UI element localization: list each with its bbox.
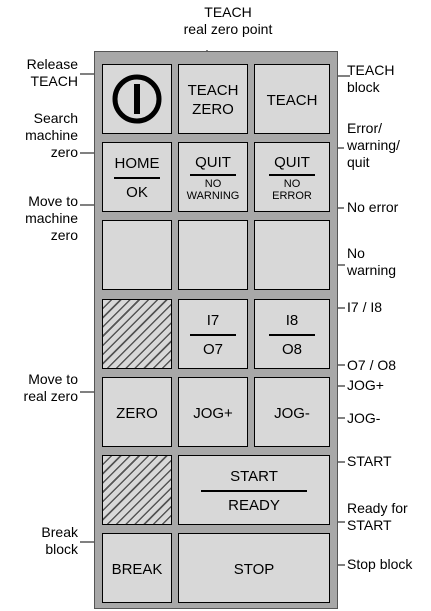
divider [190,334,236,336]
o7-label: O7 [202,341,223,358]
control-panel: TEACH ZERO TEACH HOME OK QUIT NO WARNING… [94,51,338,609]
break-key[interactable]: BREAK [102,533,172,603]
jog-plus-key[interactable]: JOG+ [178,377,248,447]
callout-teach-zero-line1: TEACH [204,4,252,20]
jog-minus-key-label: JOG- [274,405,310,422]
i7-label: I7 [206,312,220,329]
callout-release-teach-line1: Release [26,56,78,72]
callout-no-warning-line2: warning [347,262,397,278]
start-label: START [230,468,278,485]
no-warning-line2: WARNING [186,190,240,202]
i7-o7-key[interactable]: I7 O7 [178,299,248,369]
callout-teach-block-line1: TEACH [347,62,395,78]
hatched-blank-key [102,455,172,525]
callout-no-warning-line1: No [347,245,365,261]
divider [190,174,236,176]
callout-move-machine-line1: Move to [28,193,78,209]
jog-minus-key[interactable]: JOG- [254,377,330,447]
teach-zero-key-line2: ZERO [192,101,234,118]
callout-move-to-real-zero: Move to real zero [2,371,78,405]
callout-release-teach-line2: TEACH [30,73,78,89]
home-label: HOME [114,155,160,172]
i8-o8-key[interactable]: I8 O8 [254,299,330,369]
zero-key-label: ZERO [116,405,158,422]
callout-o7-o8: O7 / O8 [347,357,397,373]
teach-key[interactable]: TEACH [254,64,330,134]
callout-ready-line1: Ready for [347,500,408,516]
callout-no-warning: No warning [347,245,396,279]
teach-zero-key-line1: TEACH [187,82,239,99]
callout-move-real-line1: Move to [28,371,78,387]
callout-search-line1: Search [33,110,78,126]
callout-break-block: Break block [2,524,78,558]
release-teach-key[interactable] [102,64,172,134]
blank-key[interactable] [254,220,330,290]
quit-no-warning-key[interactable]: QUIT NO WARNING [178,142,248,212]
home-ok-key[interactable]: HOME OK [102,142,172,212]
callout-ready-for-start: Ready for START [347,500,408,534]
hatched-blank-key [102,299,172,369]
callout-error-line2: warning/ [347,137,400,153]
callout-error-line3: quit [347,154,370,170]
o8-label: O8 [281,341,302,358]
callout-start: START [347,453,392,469]
callout-jog-minus: JOG- [347,410,381,426]
callout-move-machine-line3: zero [50,227,78,243]
callout-teach-zero-line2: real zero point [183,21,273,37]
power-icon [112,74,162,124]
callout-break-line1: Break [41,524,78,540]
ready-label: READY [228,497,280,514]
callout-stop-block: Stop block [347,556,413,572]
callout-move-machine-line2: machine [25,210,78,226]
divider [114,177,160,179]
stop-key[interactable]: STOP [178,533,330,603]
i8-label: I8 [285,312,299,329]
quit-label-1: QUIT [195,154,231,171]
blank-key[interactable] [102,220,172,290]
callout-ready-line2: START [347,517,392,533]
callout-break-line2: block [45,541,78,557]
divider [269,174,315,176]
teach-key-label: TEACH [266,92,318,109]
blank-key[interactable] [178,220,248,290]
ok-label: OK [126,184,148,201]
stop-key-label: STOP [233,561,275,578]
quit-label-2: QUIT [274,154,310,171]
no-error-line2: ERROR [272,190,312,202]
divider [269,334,315,336]
callout-error-line1: Error/ [347,120,382,136]
callout-error-warning-quit: Error/ warning/ quit [347,120,400,171]
divider [201,490,307,492]
no-error-line1: NO [283,178,301,190]
callout-move-to-machine-zero: Move to machine zero [2,193,78,244]
callout-search-line3: zero [50,144,78,160]
callout-teach-block-line2: block [347,79,380,95]
callout-search-machine-zero: Search machine zero [2,110,78,161]
callout-teach-block: TEACH block [347,62,394,96]
callout-release-teach: Release TEACH [2,56,78,90]
teach-zero-key[interactable]: TEACH ZERO [178,64,248,134]
callout-search-line2: machine [25,127,78,143]
callout-i7-i8: I7 / I8 [347,299,383,315]
callout-teach-zero: TEACH real zero point [168,4,288,38]
no-warning-line1: NO [204,178,222,190]
callout-jog-plus: JOG+ [347,377,384,393]
quit-no-error-key[interactable]: QUIT NO ERROR [254,142,330,212]
break-key-label: BREAK [111,561,163,578]
jog-plus-key-label: JOG+ [193,405,233,422]
callout-move-real-line2: real zero [23,388,78,404]
start-ready-key[interactable]: START READY [178,455,330,525]
callout-no-error: No error [347,199,399,215]
zero-key[interactable]: ZERO [102,377,172,447]
